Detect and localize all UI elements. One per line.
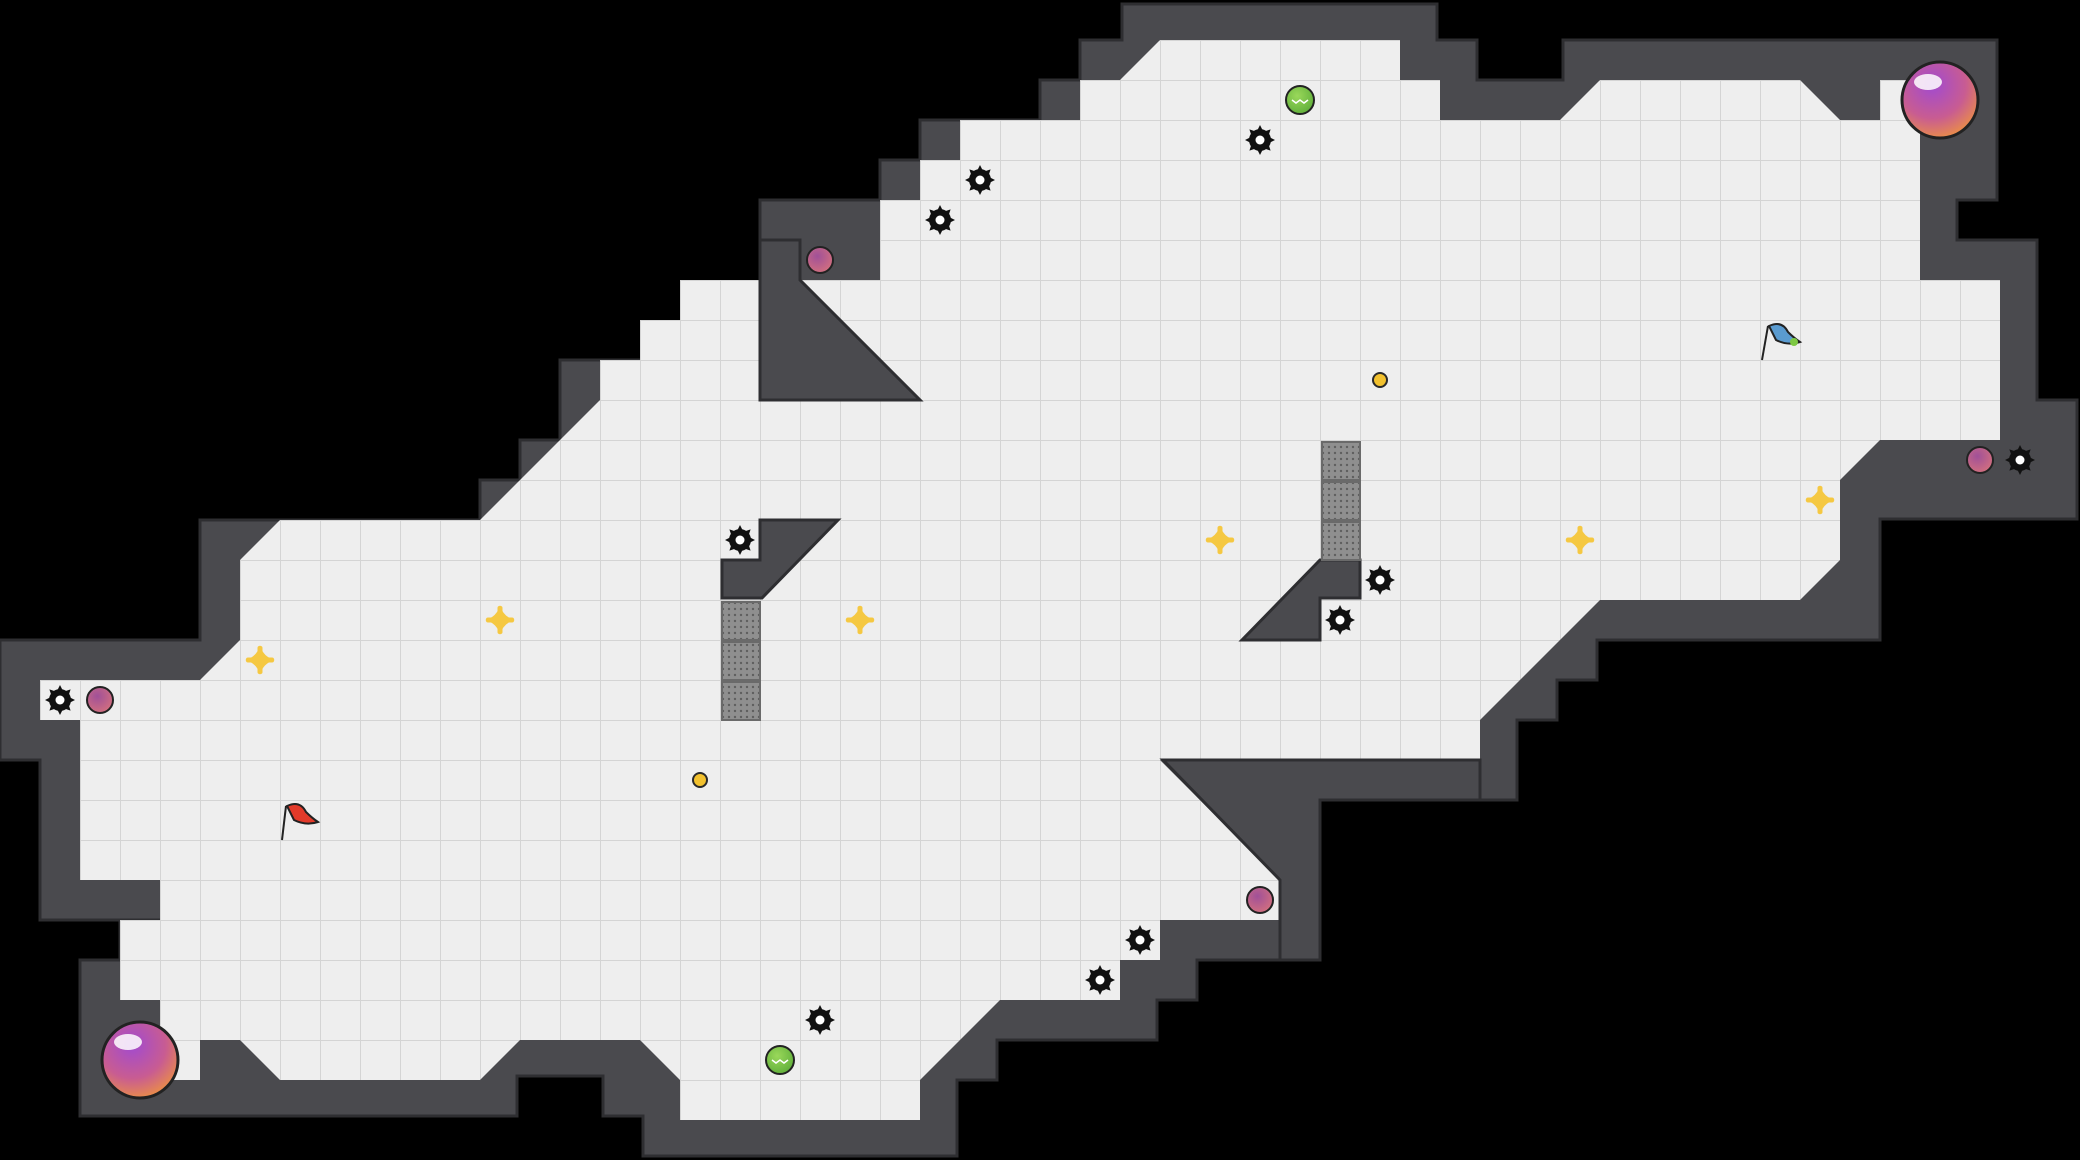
red-flag-icon[interactable] (281, 803, 321, 841)
metal-grate-icon (721, 441, 1361, 721)
interior-wall-left (720, 518, 842, 600)
gold-coin-icon (692, 372, 1388, 788)
green-slime-icon (765, 85, 1315, 1075)
level-floor (40, 40, 2000, 1120)
blue-flag-icon[interactable] (1761, 323, 1803, 361)
portal-orb-icon[interactable] (100, 1020, 180, 1100)
portal-orb-icon[interactable] (1900, 60, 1980, 140)
pink-slime-icon (86, 246, 1994, 914)
interior-wall-lower (1159, 758, 1482, 962)
